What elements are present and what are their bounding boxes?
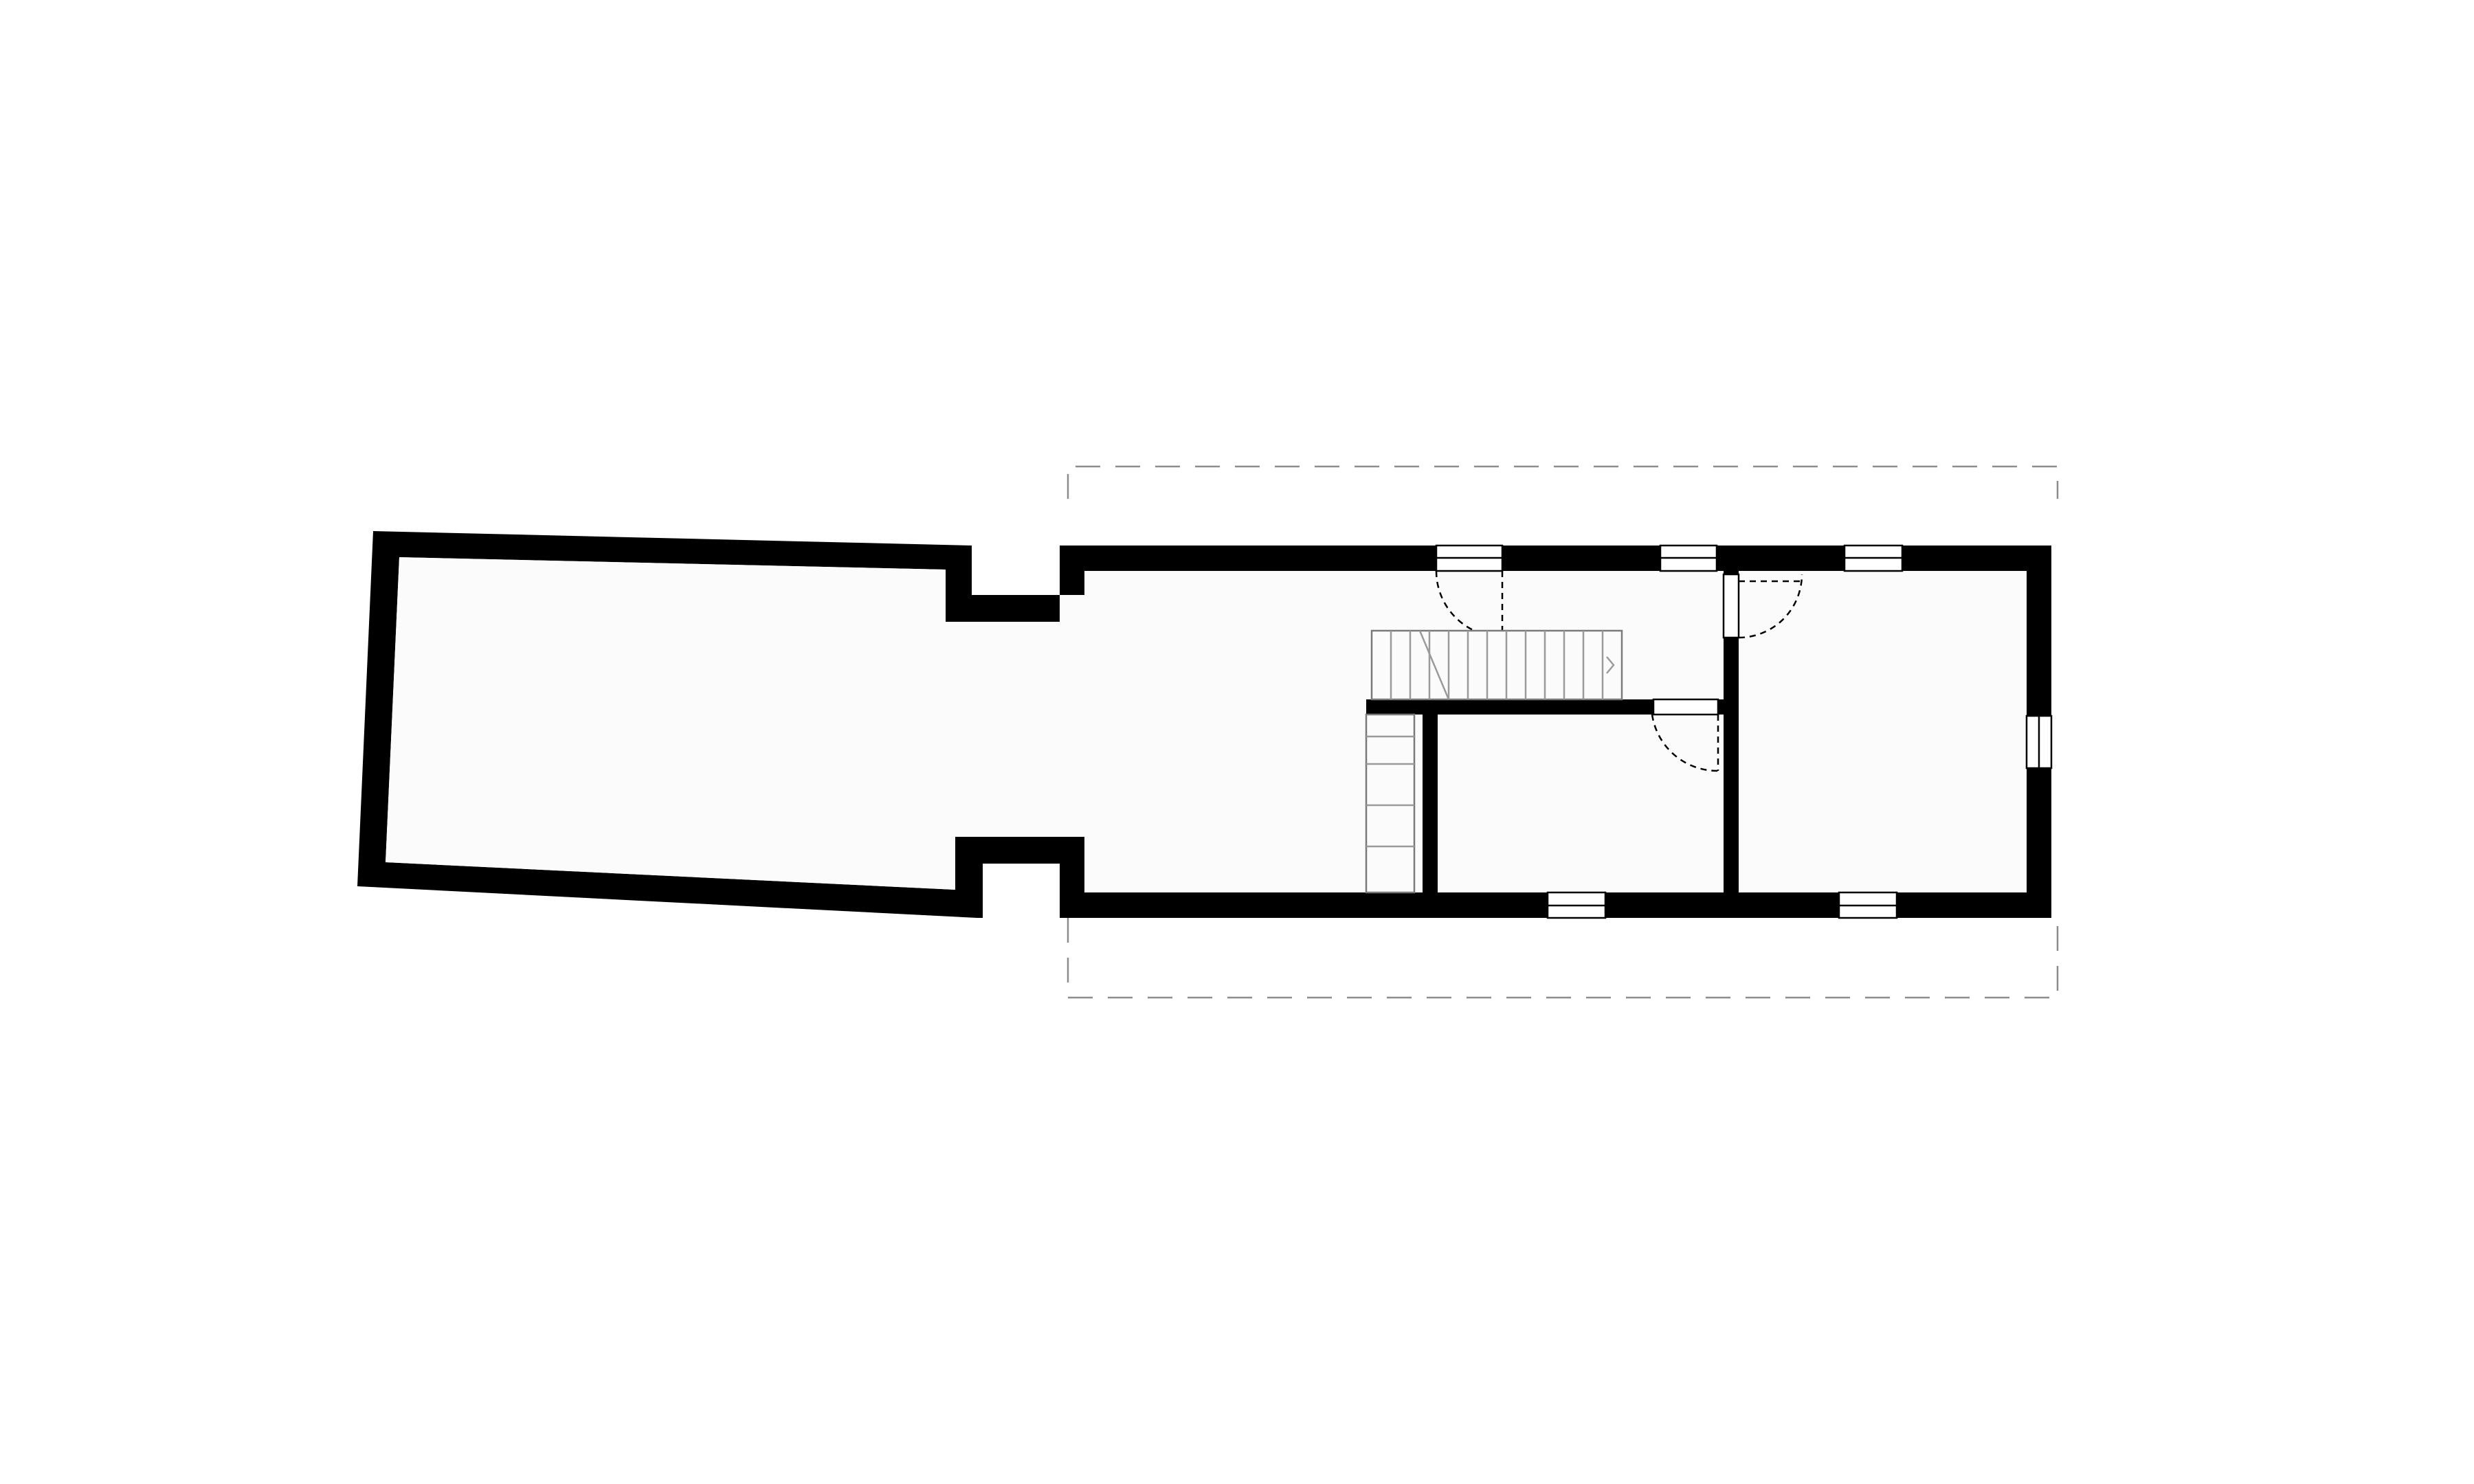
window-top-3 xyxy=(1843,544,1904,572)
window-bottom-2 xyxy=(1838,891,1898,919)
roof-outline-bottom xyxy=(1067,918,2059,999)
staircase-lower-flight xyxy=(1365,713,1416,894)
window-bottom-1 xyxy=(1546,891,1607,919)
interior-wall-vertical-right xyxy=(1724,571,1739,892)
interior-wall-small-room-left xyxy=(1423,699,1438,892)
interior-wall-small-room-top xyxy=(1366,699,1725,715)
door-small-room xyxy=(1651,714,1719,772)
left-wing-room xyxy=(386,557,1084,890)
main-hall xyxy=(1084,571,2027,892)
window-top-1 xyxy=(1435,544,1504,572)
window-top-2 xyxy=(1659,544,1718,572)
left-wing-wall xyxy=(357,531,1084,918)
wing-connection xyxy=(1060,595,1087,837)
window-right xyxy=(2025,715,2053,769)
door-right-room xyxy=(1722,573,1803,639)
staircase-upper-flight xyxy=(1370,629,1623,701)
roof-outline-top xyxy=(1067,465,2059,499)
window-small-room xyxy=(1652,698,1719,716)
